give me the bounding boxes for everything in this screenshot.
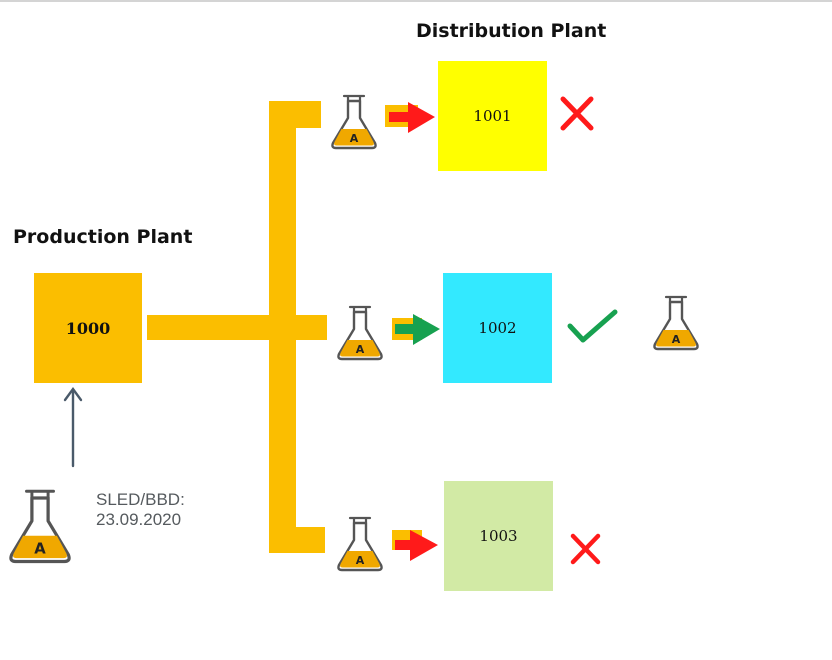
arrow-up-icon — [63, 386, 83, 468]
cross-icon — [570, 533, 601, 565]
flask-icon: A — [331, 94, 377, 150]
arrow-right-icon — [395, 314, 440, 345]
checkmark-icon — [567, 309, 618, 343]
svg-text:A: A — [34, 539, 46, 557]
production-plant-heading: Production Plant — [13, 226, 193, 248]
svg-text:A: A — [356, 554, 365, 567]
svg-text:A: A — [356, 343, 365, 356]
sled-bbd-label: SLED/BBD: 23.09.2020 — [96, 490, 185, 530]
production-plant-1000: 1000 — [34, 273, 142, 383]
pipe-main-horizontal — [147, 315, 327, 340]
svg-text:A: A — [672, 333, 681, 346]
flask-icon: A — [9, 489, 71, 564]
flask-icon: A — [337, 516, 383, 572]
pipe-network — [147, 101, 422, 553]
top-divider — [0, 0, 832, 2]
sled-label: SLED/BBD: — [96, 490, 185, 509]
sled-date: 23.09.2020 — [96, 510, 182, 529]
flask-icon: A — [653, 295, 699, 351]
flask-icon: A — [337, 305, 383, 361]
distribution-plant-1001: 1001 — [438, 61, 547, 171]
arrow-right-icon — [389, 102, 435, 133]
distribution-plant-heading: Distribution Plant — [416, 20, 607, 42]
pipe-branch-bottom — [269, 527, 325, 553]
pipe-vertical-trunk — [269, 101, 296, 553]
cross-icon — [560, 96, 594, 131]
arrow-right-icon — [395, 530, 438, 561]
distribution-plant-1003: 1003 — [444, 481, 553, 591]
svg-text:A: A — [350, 132, 359, 145]
pipe-branch-top — [269, 101, 321, 128]
distribution-plant-1002: 1002 — [443, 273, 552, 383]
